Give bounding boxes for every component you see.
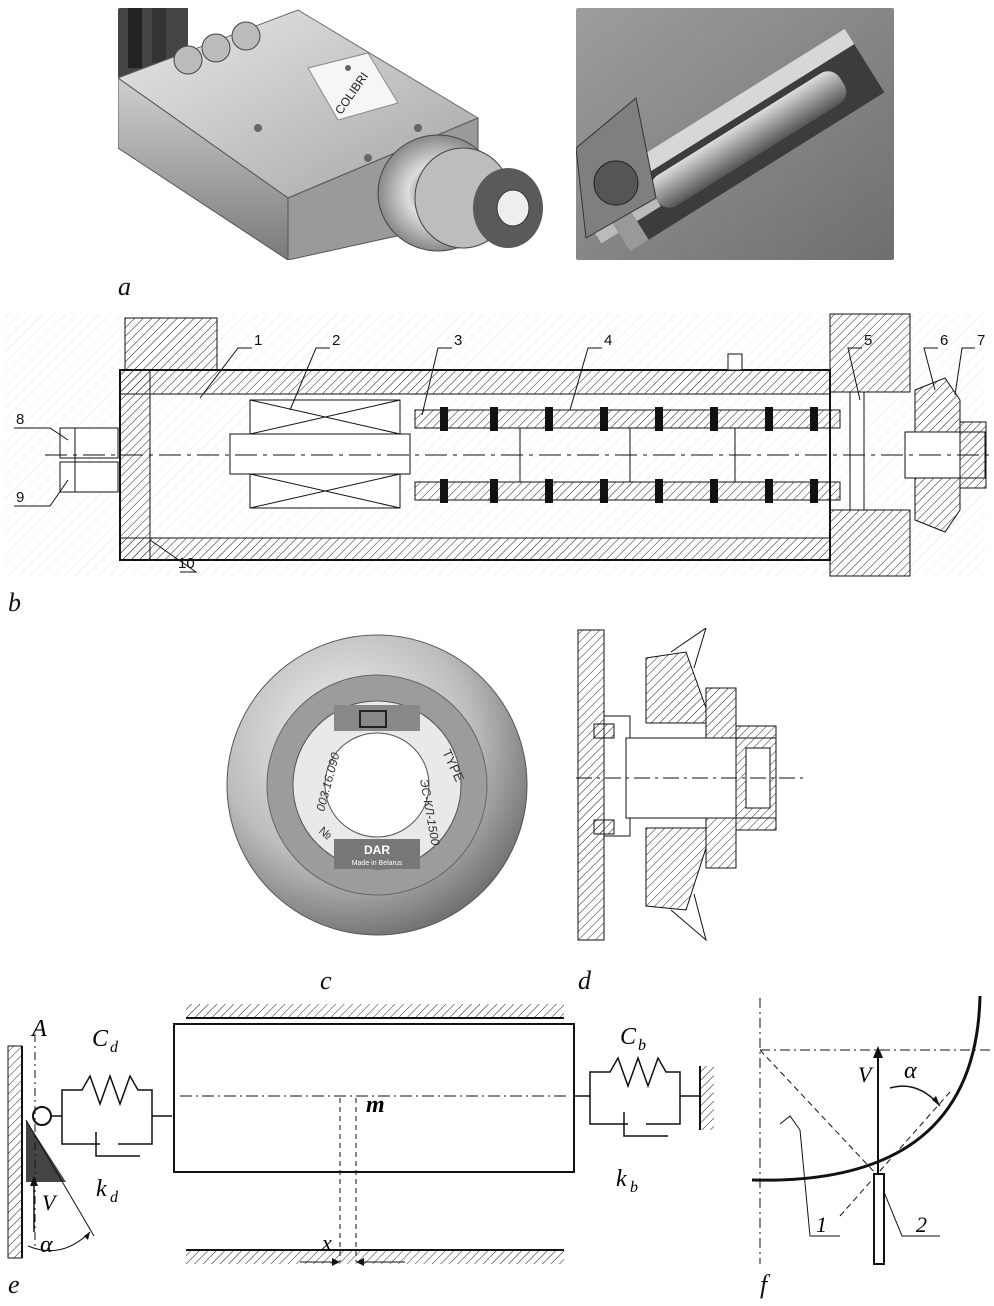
angle-label-e: α xyxy=(40,1232,53,1258)
spindle-section-drawing: 1 2 3 4 5 6 7 8 9 10 xyxy=(5,313,990,577)
cd-label: C xyxy=(92,1026,109,1052)
panel-label-b: b xyxy=(8,588,21,617)
label-2: 2 xyxy=(916,1212,927,1237)
callout-7: 7 xyxy=(977,332,985,349)
spindle-cutaway-photo xyxy=(576,8,894,260)
cb-label: C xyxy=(620,1024,637,1050)
point-a-label: A xyxy=(30,1016,47,1042)
cd-subscript: d xyxy=(110,1039,119,1056)
panel-label-f: f xyxy=(760,1270,768,1299)
callout-2: 2 xyxy=(332,332,340,349)
label-1: 1 xyxy=(816,1212,827,1237)
callout-6: 6 xyxy=(940,332,948,349)
kd-subscript: d xyxy=(110,1189,119,1206)
collet-ring-photo: DAR Made in Belarus TYPE ЭС-КЛ-1500 № 00… xyxy=(226,634,528,936)
contact-geometry-diagram: V α 1 2 xyxy=(751,996,992,1265)
velocity-label-e: V xyxy=(42,1190,58,1215)
dynamic-model-diagram: A C d C b k d k b m V α x xyxy=(7,1004,714,1266)
callout-5: 5 xyxy=(864,332,872,349)
ring-logo-text: DAR xyxy=(364,843,390,857)
callout-10: 10 xyxy=(178,555,195,572)
callout-8: 8 xyxy=(16,411,24,428)
callout-9: 9 xyxy=(16,489,24,506)
panel-label-c: c xyxy=(320,966,332,995)
kb-subscript: b xyxy=(630,1179,638,1196)
callout-1: 1 xyxy=(254,332,262,349)
cb-subscript: b xyxy=(638,1037,646,1054)
spindle-photo-left: COLIBRI xyxy=(118,8,578,260)
panel-label-a: a xyxy=(118,272,131,301)
kd-label: k xyxy=(96,1176,107,1202)
displacement-label: x xyxy=(321,1230,332,1255)
velocity-label-f: V xyxy=(858,1062,874,1087)
callout-3: 3 xyxy=(454,332,462,349)
tool-end-detail-drawing xyxy=(576,628,804,942)
angle-label-f: α xyxy=(904,1058,917,1084)
callout-4: 4 xyxy=(604,332,612,349)
kb-label: k xyxy=(616,1166,627,1192)
panel-label-e: e xyxy=(8,1270,20,1299)
mass-label: m xyxy=(366,1092,385,1118)
ring-made-in-text: Made in Belarus xyxy=(352,860,403,867)
panel-label-d: d xyxy=(578,966,591,995)
